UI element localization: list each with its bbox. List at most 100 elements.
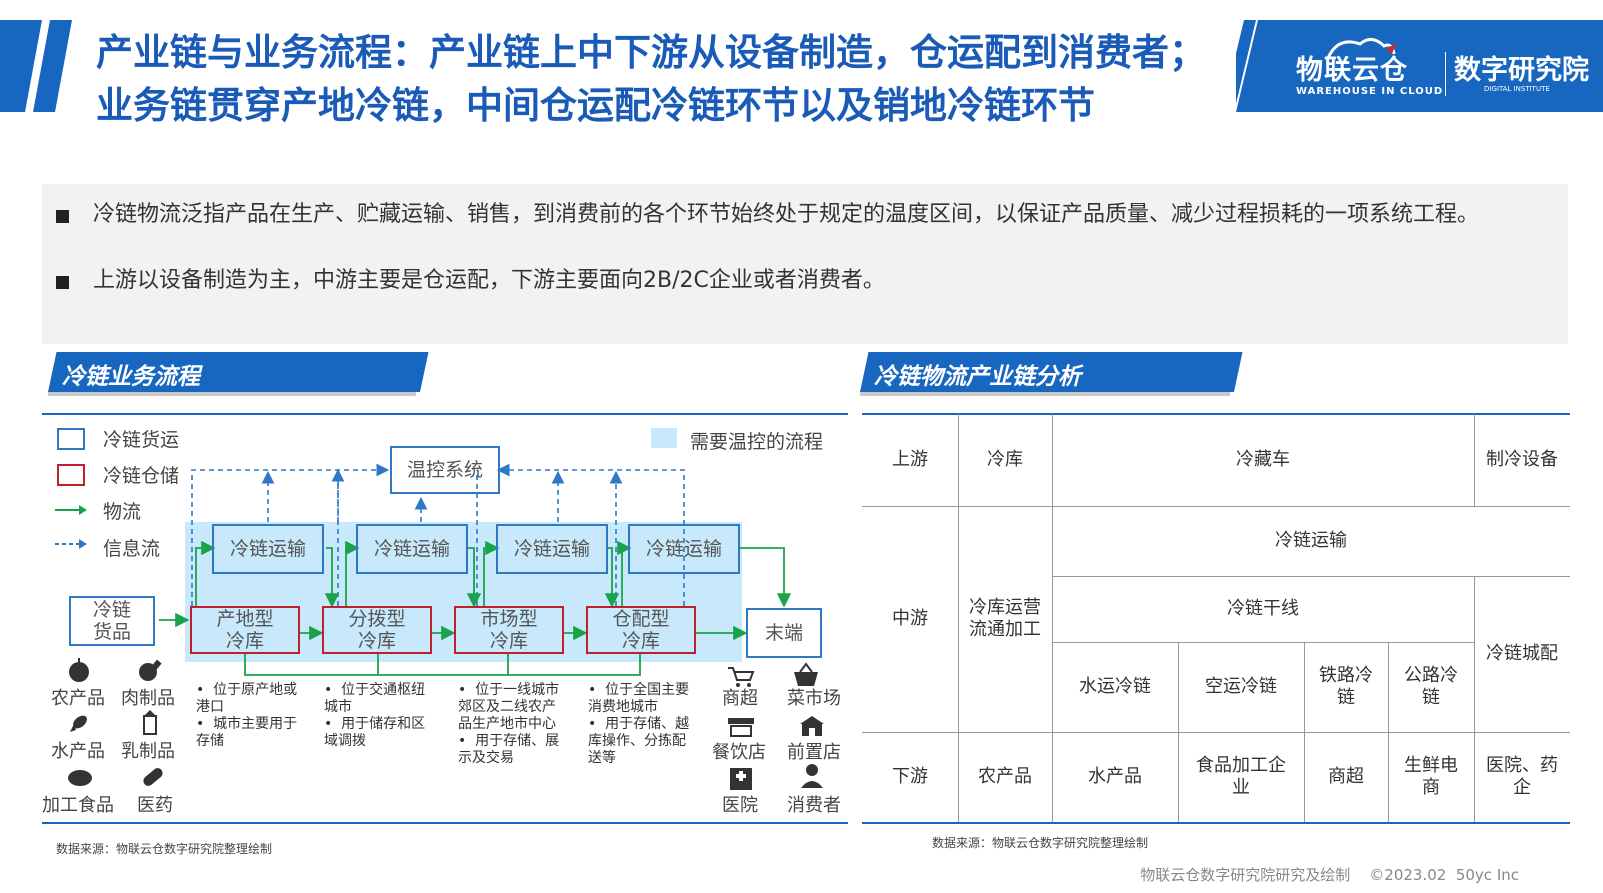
goods-type-label: 加工食品	[42, 795, 114, 816]
legend-info-flow: 信息流	[103, 538, 161, 560]
table-rule	[958, 414, 959, 822]
end-type-label: 餐饮店	[712, 742, 766, 763]
table-cell: 医院、药 企	[1486, 755, 1558, 798]
logo-sub: WAREHOUSE IN CLOUD	[1296, 86, 1444, 97]
cart-icon	[728, 667, 755, 687]
consumer-icon	[801, 764, 823, 788]
section-shadow	[859, 392, 1231, 396]
cold-chain-goods: 冷链 货品	[69, 596, 155, 646]
temp-control-system: 温控系统	[390, 446, 500, 494]
section-bottom-line	[42, 822, 848, 824]
table-cell: 冷库运营 流通加工	[969, 597, 1041, 640]
logo-institute: 数字研究院	[1454, 55, 1589, 86]
section-divider	[42, 413, 848, 415]
milk-icon	[143, 710, 157, 735]
table-rule	[862, 732, 1570, 733]
store-icon	[800, 716, 824, 736]
logo-institute-sub: DIGITAL INSTITUTE	[1484, 85, 1550, 93]
bullet-text: 上游以设备制造为主，中游主要是仓运配，下游主要面向2B/2C企业或者消费者。	[93, 268, 885, 293]
warehouse-distribution: 分拨型 冷库	[322, 606, 432, 654]
section-shadow	[47, 392, 417, 396]
transport-box: 冷链运输	[628, 524, 740, 574]
goods-type-label: 医药	[137, 795, 173, 816]
restaurant-icon	[728, 718, 754, 737]
table-cell: 水运冷链	[1079, 676, 1151, 697]
page-title: 产业链与业务流程：产业链上中下游从设备制造，仓运配到消费者；业务链贯穿产地冷链，…	[96, 31, 1206, 127]
section-title: 冷链物流产业链分析	[874, 364, 1081, 390]
row-label-upstream: 上游	[892, 449, 928, 470]
legend-red-box-icon	[57, 464, 85, 486]
fish-icon	[70, 715, 87, 732]
end-type-label: 商超	[722, 688, 758, 709]
table-cell: 冷链运输	[1275, 530, 1347, 551]
section-header-chain: 冷链物流产业链分析	[860, 352, 1243, 392]
legend-dashed-arrow-icon	[55, 539, 87, 549]
section-header-flow: 冷链业务流程	[48, 352, 429, 392]
warehouse-origin: 产地型 冷库	[190, 606, 300, 654]
apple-icon	[69, 658, 89, 682]
pill-icon	[143, 768, 163, 786]
legend-blue-box-icon	[57, 428, 85, 450]
end-type-label: 前置店	[787, 742, 841, 763]
table-cell: 生鲜电 商	[1404, 755, 1458, 798]
legend-temp-swatch-icon	[651, 428, 677, 448]
transport-box: 冷链运输	[496, 524, 608, 574]
table-cell: 冷库	[987, 449, 1023, 470]
bullet-square-icon	[56, 276, 69, 289]
table-cell: 冷藏车	[1236, 449, 1290, 470]
warehouse-market: 市场型 冷库	[454, 606, 564, 654]
row-label-midstream: 中游	[892, 608, 928, 629]
table-rule	[1052, 414, 1053, 822]
section-divider	[862, 413, 1570, 415]
legend-green-arrow-icon	[55, 505, 87, 515]
end-point: 末端	[746, 608, 822, 658]
hospital-icon	[730, 768, 752, 790]
logo-name: 物联云仓	[1296, 55, 1408, 86]
section-title: 冷链业务流程	[62, 364, 200, 390]
basket-icon	[794, 662, 818, 686]
table-rule	[1052, 642, 1474, 643]
summary-box	[42, 184, 1568, 344]
table-cell: 商超	[1328, 766, 1364, 787]
table-cell: 铁路冷 链	[1319, 665, 1373, 708]
table-rule	[1178, 642, 1179, 822]
table-rule	[1052, 576, 1570, 577]
goods-type-label: 乳制品	[121, 741, 175, 762]
table-cell: 冷链干线	[1227, 598, 1299, 619]
table-bottom-rule	[862, 822, 1570, 824]
goods-type-label: 农产品	[51, 688, 105, 709]
table-cell: 农产品	[978, 766, 1032, 787]
meat-icon	[139, 659, 162, 681]
source-note-right: 数据来源：物联云仓数字研究院整理绘制	[932, 836, 1149, 850]
legend-cold-transport: 冷链货运	[103, 429, 180, 451]
table-rule	[862, 506, 1570, 507]
logo-divider	[1445, 52, 1446, 96]
transport-box: 冷链运输	[356, 524, 468, 574]
table-cell: 水产品	[1088, 766, 1142, 787]
warehouse-desc: • 位于原产地或港口 • 城市主要用于存储	[196, 682, 298, 749]
bullet-square-icon	[56, 210, 69, 223]
logo-banner	[1236, 20, 1603, 112]
table-cell: 制冷设备	[1486, 449, 1558, 470]
table-cell: 公路冷 链	[1404, 665, 1458, 708]
transport-box: 冷链运输	[212, 524, 324, 574]
source-note-left: 数据来源：物联云仓数字研究院整理绘制	[56, 842, 273, 856]
legend-logistics: 物流	[103, 501, 142, 523]
table-cell: 冷链城配	[1486, 643, 1558, 664]
bullet-text: 冷链物流泛指产品在生产、贮藏运输、销售，到消费前的各个环节始终处于规定的温度区间…	[93, 202, 1480, 227]
goods-type-label: 水产品	[51, 741, 105, 762]
header-stripe	[0, 20, 72, 112]
warehouse-desc: • 位于交通枢纽城市 • 用于储存和区域调拨	[324, 682, 426, 749]
legend-cold-storage: 冷链仓储	[103, 465, 180, 487]
end-type-label: 消费者	[787, 795, 841, 816]
end-type-label: 医院	[722, 795, 758, 816]
warehouse-desc: • 位于一线城市郊区及二线农产品生产地市中心 • 用于存储、展示及交易	[458, 682, 560, 766]
warehouse-delivery: 仓配型 冷库	[586, 606, 696, 654]
table-rule	[1304, 642, 1305, 822]
table-cell: 食品加工企 业	[1196, 755, 1286, 798]
table-rule	[1474, 414, 1475, 506]
table-cell: 空运冷链	[1205, 676, 1277, 697]
table-rule	[1474, 576, 1475, 822]
row-label-downstream: 下游	[892, 766, 928, 787]
warehouse-desc: • 位于全国主要消费地城市 • 用于存储、越库操作、分拣配送等	[588, 682, 690, 766]
